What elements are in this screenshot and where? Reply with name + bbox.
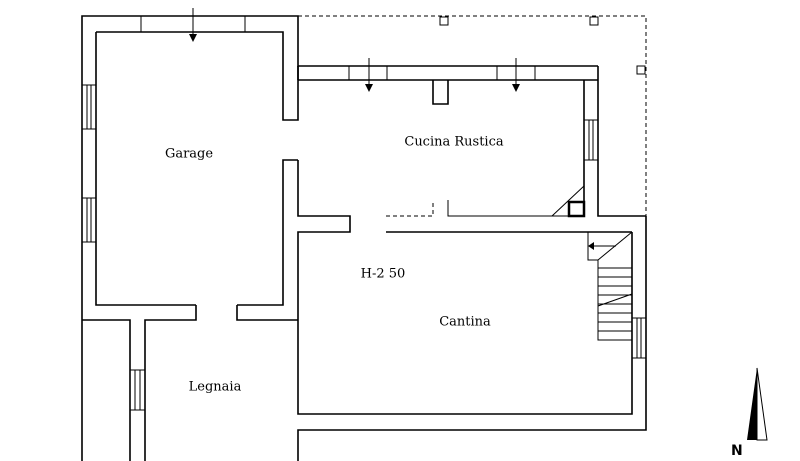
legnaia-window	[129, 369, 146, 411]
garage-windows	[81, 8, 246, 243]
height-note: H-2 50	[360, 266, 406, 282]
room-label-cantina: Cantina	[439, 314, 491, 330]
cucina-walls	[297, 66, 647, 461]
north-label: N	[731, 443, 743, 459]
north-arrow	[747, 367, 768, 441]
room-label-cucina-rustica: Cucina Rustica	[404, 134, 504, 150]
room-label-garage: Garage	[164, 146, 214, 162]
cucina-windows	[348, 58, 599, 161]
garage-walls	[81, 15, 598, 461]
room-label-legnaia: Legnaia	[188, 379, 242, 395]
porch-outline	[298, 15, 647, 216]
staircase	[587, 231, 633, 341]
cantina-window	[631, 317, 647, 359]
